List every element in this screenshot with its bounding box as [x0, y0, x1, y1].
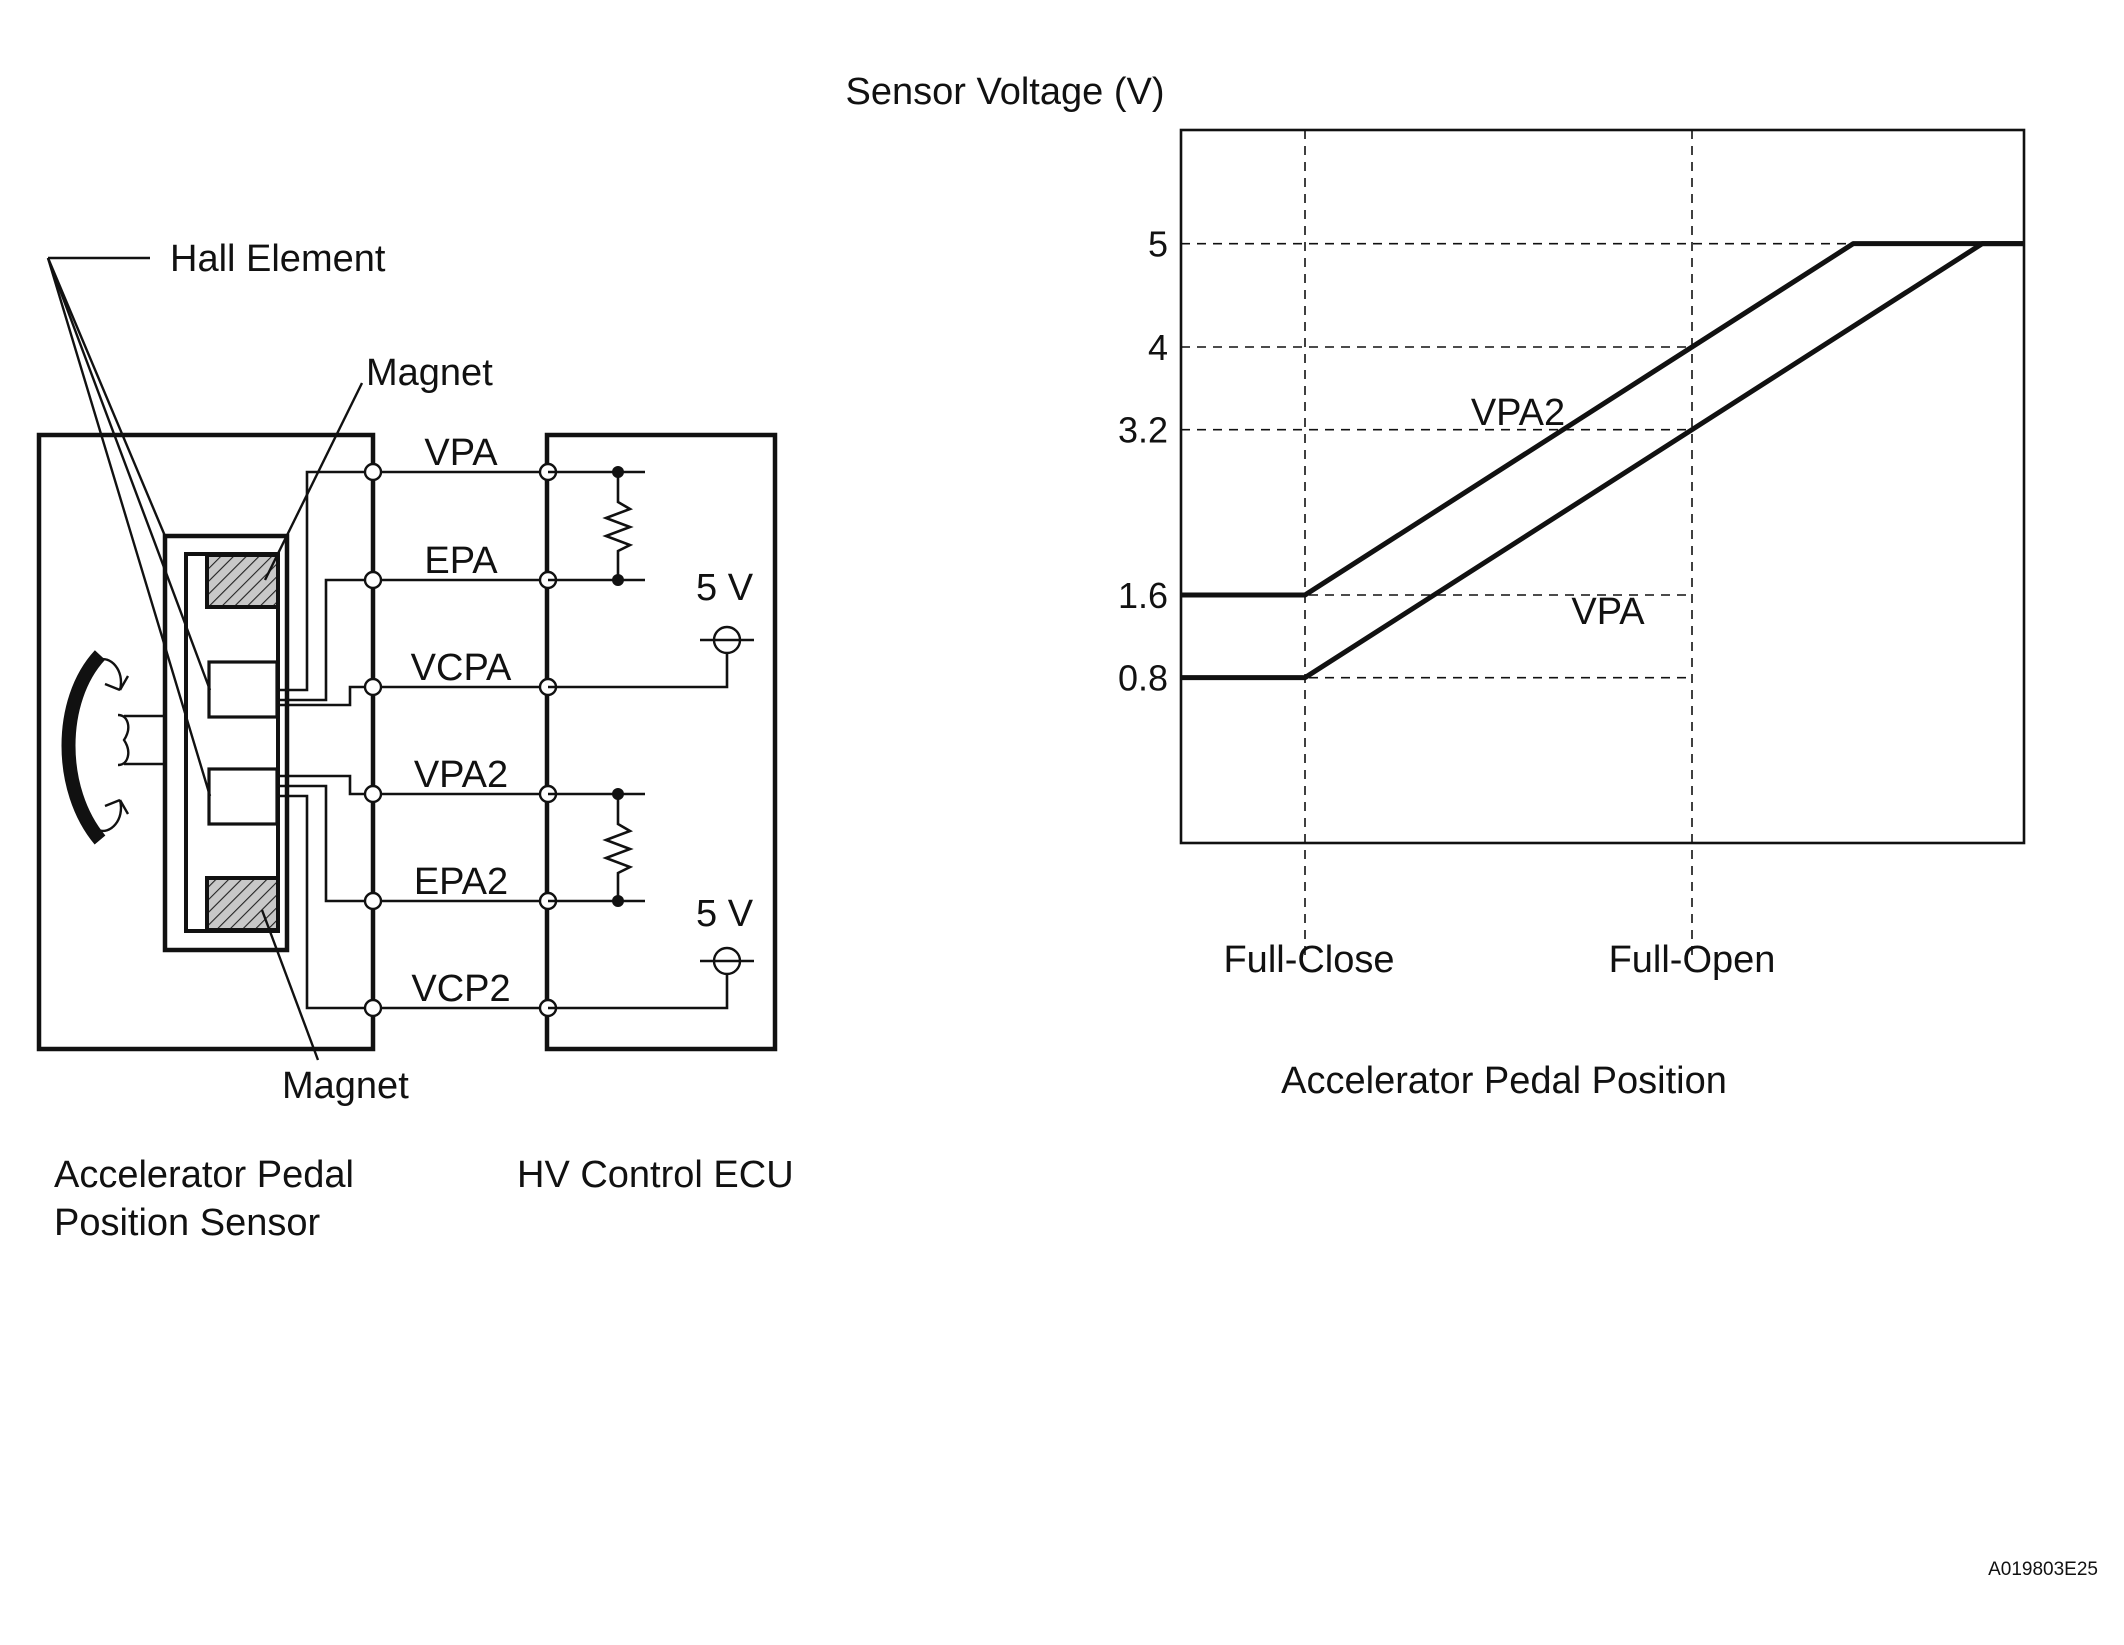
terminal-label: VPA — [424, 432, 498, 474]
y-tick-label: 0.8 — [1118, 658, 1168, 699]
series-line-vpa2 — [1181, 241, 2024, 598]
chart-x-axis-label: Accelerator Pedal Position — [1281, 1060, 1727, 1102]
supply-bottom-label: 5 V — [696, 893, 754, 935]
magnet-bottom-label: Magnet — [282, 1065, 409, 1107]
reference-code: A019803E25 — [1988, 1559, 2098, 1580]
chart-y-ticks: 5 4 3.2 1.6 0.8 — [1118, 224, 1168, 699]
sensor-housing — [36, 432, 376, 1052]
magnet-top-label: Magnet — [366, 352, 493, 394]
x-tick-label: Full-Close — [1223, 939, 1394, 981]
hall-element-label: Hall Element — [170, 238, 386, 280]
chart-reference-lines — [1181, 130, 2024, 960]
y-tick-label: 1.6 — [1118, 575, 1168, 616]
y-tick-label: 3.2 — [1118, 410, 1168, 451]
hall-element-lower — [207, 767, 279, 826]
terminal-label: EPA — [424, 540, 498, 582]
chart-x-ticks: Full-Close Full-Open — [1223, 939, 1775, 981]
inner-bracket — [162, 533, 290, 953]
terminal-label: EPA2 — [414, 861, 508, 903]
internal-wiring — [277, 470, 372, 1010]
ecu-housing — [544, 432, 778, 1052]
terminal-label: VPA2 — [414, 754, 508, 796]
inner-bracket-inner — [184, 552, 280, 933]
resistor-lower — [602, 794, 634, 901]
series-line-vpa — [1181, 241, 2024, 681]
chart-frame — [1179, 128, 2026, 845]
series-label-vpa2: VPA2 — [1471, 392, 1565, 434]
terminal-wires — [372, 470, 548, 1010]
chart-y-axis-label: Sensor Voltage (V) — [846, 71, 1165, 113]
ecu-internal — [548, 466, 754, 1010]
sensor-name-line2: Position Sensor — [54, 1202, 320, 1244]
leader-lines — [46, 256, 364, 1061]
magnet-top-block — [205, 553, 280, 609]
terminal-label: VCP2 — [411, 968, 510, 1010]
y-tick-label: 5 — [1148, 224, 1168, 265]
terminal-label: VCPA — [411, 647, 512, 689]
circuit-diagram: VPA EPA VCPA VPA2 EPA2 VCP2 Hall Element… — [36, 238, 794, 1244]
x-tick-label: Full-Open — [1609, 939, 1776, 981]
chart-series — [1181, 241, 2024, 681]
supply-top-label: 5 V — [696, 567, 754, 609]
sensor-name-line1: Accelerator Pedal — [54, 1154, 354, 1196]
y-tick-label: 4 — [1148, 327, 1168, 368]
rotation-symbol — [61, 650, 165, 845]
ecu-name: HV Control ECU — [517, 1154, 794, 1196]
terminal-labels: VPA EPA VCPA VPA2 EPA2 VCP2 — [411, 432, 512, 1010]
series-label-vpa: VPA — [1571, 591, 1645, 633]
resistor-upper — [602, 472, 634, 580]
hall-element-upper — [207, 660, 279, 719]
